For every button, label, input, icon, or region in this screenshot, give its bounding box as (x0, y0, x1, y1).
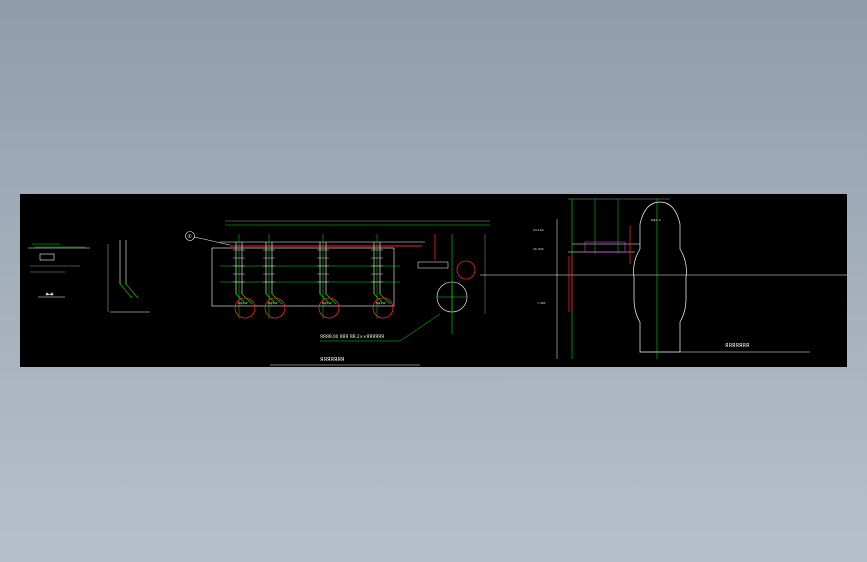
support-block (39, 253, 55, 261)
pipe-bend (125, 283, 139, 299)
cad-drawing: A—A ① (28, 198, 847, 366)
plan-view: ① 8@1.2 8@1.2 8@1.2 8@1.2 (185, 220, 490, 366)
red-detail-circle (456, 260, 476, 280)
outlet-flange-circle (372, 297, 394, 319)
outlet-elbow (325, 293, 337, 305)
level-mid: 16.300 (533, 247, 544, 251)
elevation-view: 24.100 16.300 7.400 8@1.2 ЯЯЯЯЯЯЯ (533, 198, 810, 359)
outlet-note: 8@1.2 (322, 301, 332, 305)
outlet-flange-circle (264, 297, 286, 319)
cad-drawing-area[interactable]: A—A ① (20, 194, 847, 367)
outlet-elbow (241, 293, 253, 305)
outlet-columns: 8@1.2 8@1.2 8@1.2 8@1.2 (233, 234, 394, 319)
outlet-note: 8@1.2 (268, 301, 278, 305)
left-view-title: A—A (46, 292, 54, 296)
level-top: 24.100 (533, 228, 544, 232)
silo-outline (633, 201, 687, 353)
section-column-view (107, 240, 150, 313)
outlet-elbow (271, 293, 283, 305)
outlet-flange-circle (234, 297, 256, 319)
outlet-flange-circle (318, 297, 340, 319)
equipment-box (584, 241, 626, 253)
detail-view-left: A—A (28, 243, 90, 298)
elevation-view-title: ЯЯЯЯЯЯЯ (725, 343, 749, 349)
plan-view-title: ЯЯЯЯЯЯЯ (320, 357, 344, 363)
connector-box (417, 261, 449, 269)
outlet-elbow (379, 293, 391, 305)
elevation-note: 8@1.2 (651, 218, 661, 222)
pipe-bend (119, 283, 133, 299)
leader-note-text: ЯЯЯЯ.00 ЯЯЯ ЯЯ.2××ЯЯЯЯЯЯ (320, 334, 384, 339)
outlet-note: 8@1.2 (376, 301, 386, 305)
outlet-note: 8@1.2 (238, 301, 248, 305)
level-low: 7.400 (537, 301, 546, 305)
callout-bubble-number: ① (188, 234, 193, 240)
frame-outline (211, 247, 395, 307)
leader-note-arrow (399, 313, 441, 342)
callout-bubble (185, 231, 195, 241)
callout-leader (194, 236, 231, 246)
